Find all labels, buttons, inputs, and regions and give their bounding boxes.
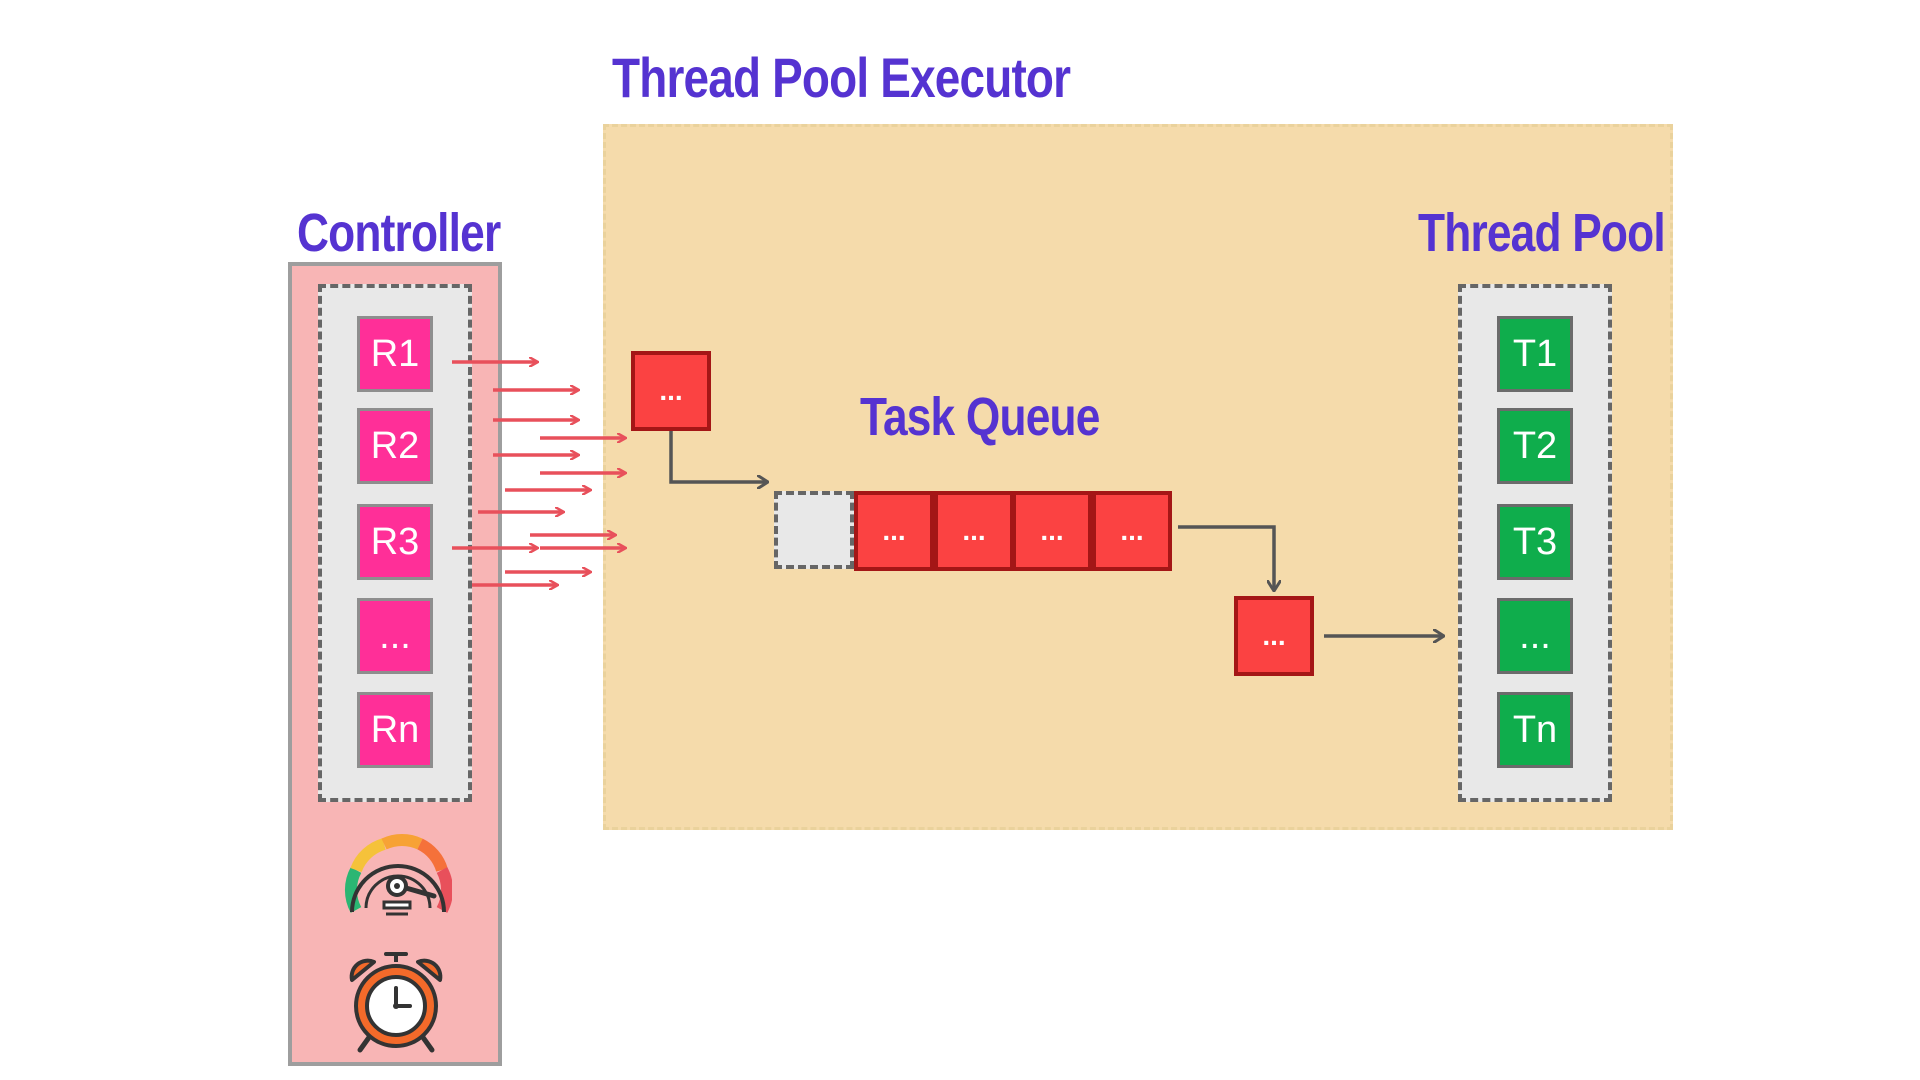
request-rn: Rn: [357, 692, 433, 768]
request-arrows: [452, 362, 625, 585]
queued-task-4: ...: [1092, 491, 1172, 571]
executor-title: Thread Pool Executor: [612, 46, 1071, 109]
dequeue-arrow: [1178, 525, 1274, 590]
speedometer-icon: [344, 834, 452, 916]
incoming-task: ...: [631, 351, 711, 431]
request-r1: R1: [357, 316, 433, 392]
thread-more: ...: [1497, 598, 1573, 674]
thread-pool-title: Thread Pool: [1418, 203, 1666, 263]
thread-t3: T3: [1497, 504, 1573, 580]
queued-task-1: ...: [854, 491, 934, 571]
thread-t2: T2: [1497, 408, 1573, 484]
flow-arrows: [669, 431, 1443, 636]
queued-task-3: ...: [1012, 491, 1092, 571]
task-queue-title: Task Queue: [860, 387, 1100, 447]
thread-tn: Tn: [1497, 692, 1573, 768]
request-r3: R3: [357, 504, 433, 580]
queue-empty-slot: [774, 491, 854, 569]
enqueue-arrow: [669, 431, 767, 482]
controller-title: Controller: [297, 203, 501, 263]
alarm-clock-icon: [349, 952, 443, 1053]
dispatched-task: ...: [1234, 596, 1314, 676]
request-more: ...: [357, 598, 433, 674]
thread-t1: T1: [1497, 316, 1573, 392]
request-r2: R2: [357, 408, 433, 484]
